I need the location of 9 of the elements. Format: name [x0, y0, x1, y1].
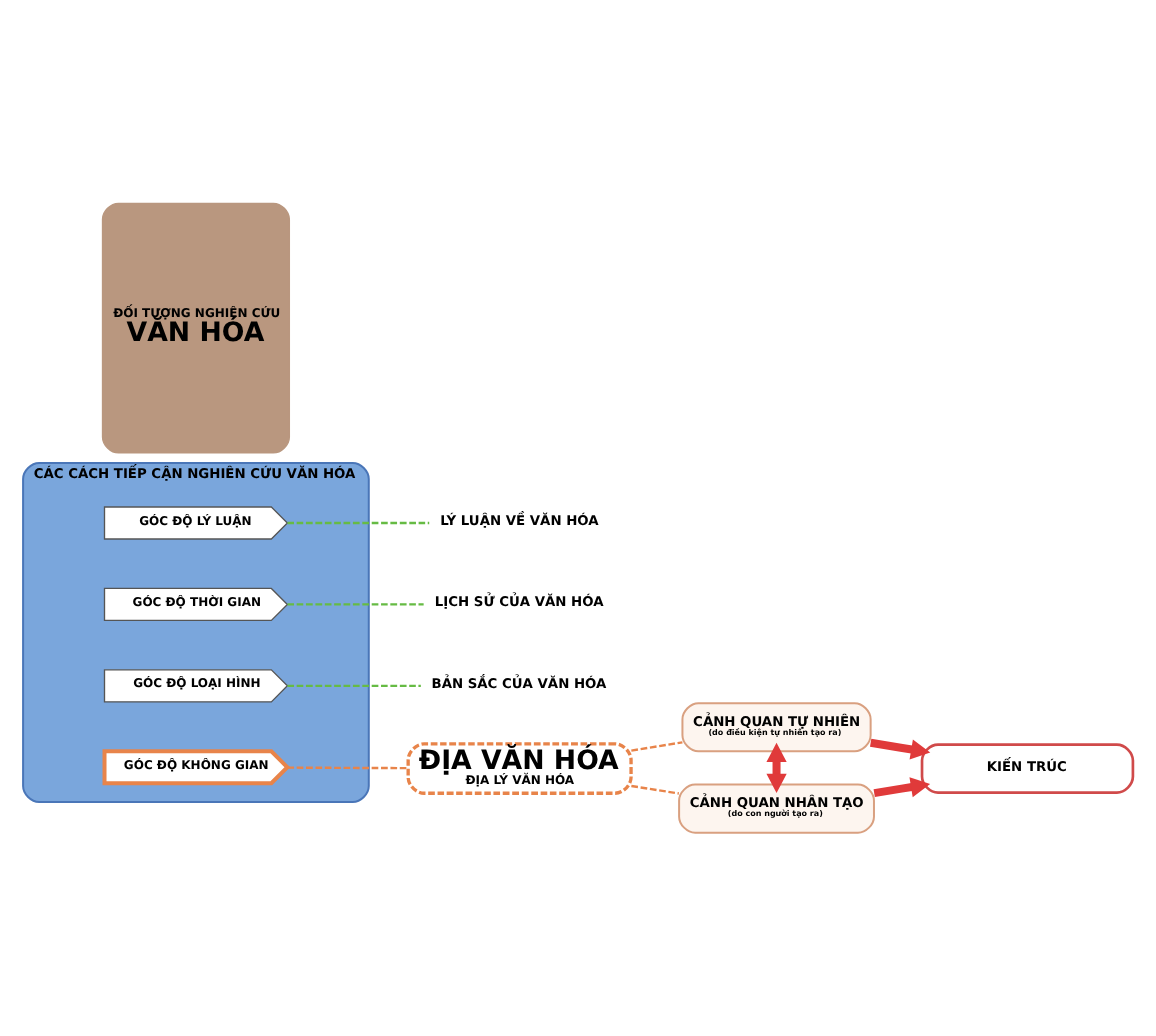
- arrow: [873, 777, 931, 798]
- connector: [631, 741, 683, 752]
- connector: [287, 684, 421, 688]
- connector: [631, 784, 680, 795]
- arrow: [766, 742, 787, 794]
- connector: [287, 521, 430, 525]
- arrow: [870, 738, 931, 760]
- connector: [287, 603, 424, 606]
- connector: [287, 766, 409, 770]
